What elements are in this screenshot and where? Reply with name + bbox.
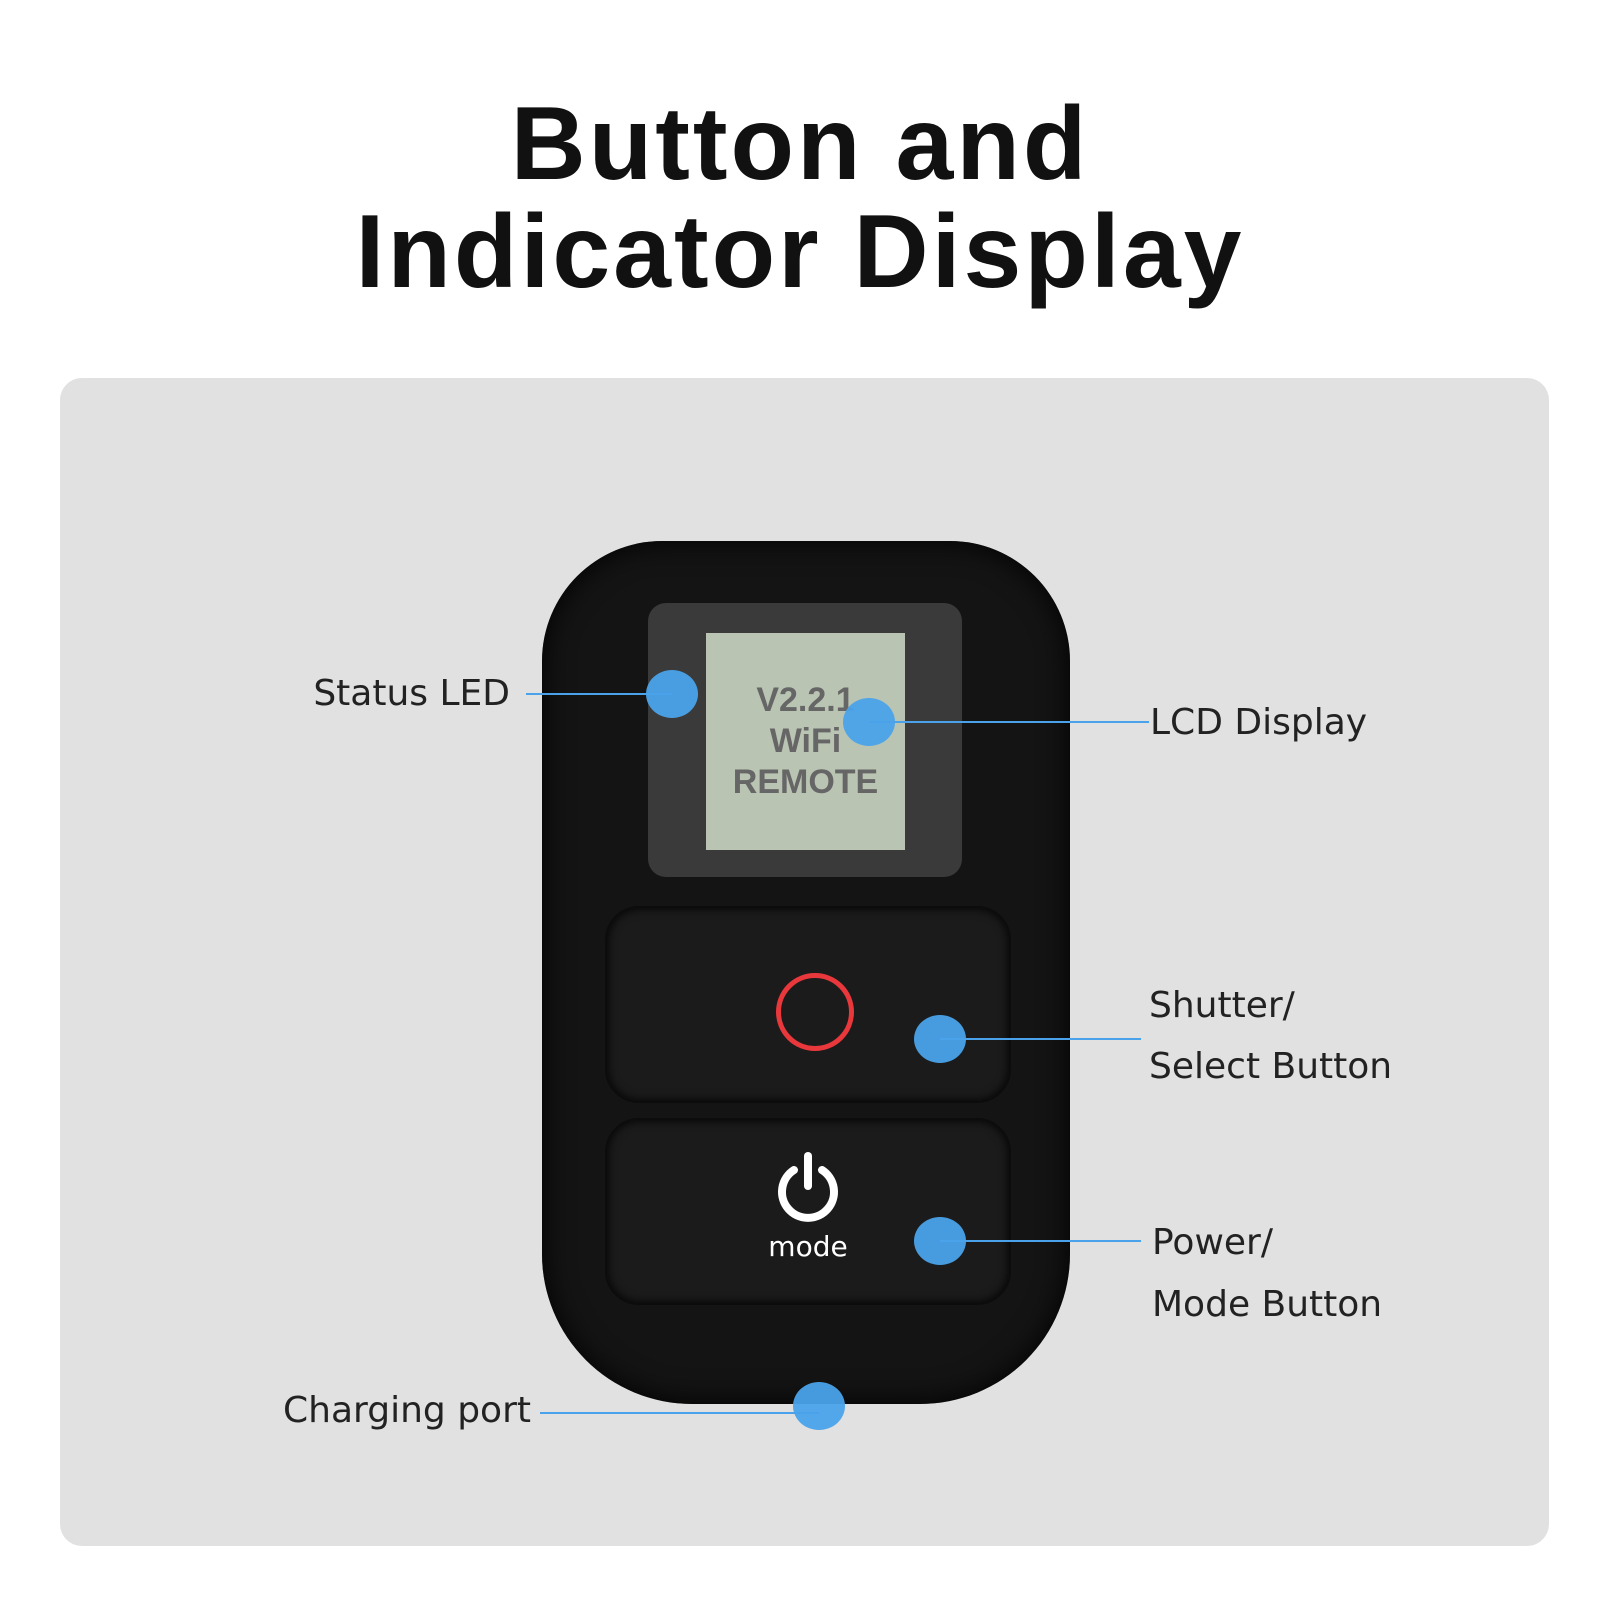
lcd-remote: REMOTE <box>732 762 879 801</box>
title-line-2: Indicator Display <box>355 194 1245 310</box>
power-mode-button[interactable] <box>605 1118 1011 1305</box>
status-led-marker <box>646 670 698 718</box>
power-leader <box>940 1240 1141 1242</box>
lcd-marker <box>843 698 895 746</box>
charging-leader <box>540 1412 819 1414</box>
power-label-1: Power/ <box>1152 1222 1273 1263</box>
lcd-leader <box>869 721 1149 723</box>
shutter-marker <box>914 1015 966 1063</box>
charging-port-label: Charging port <box>283 1390 531 1431</box>
power-marker <box>914 1217 966 1265</box>
mode-label: mode <box>768 1230 848 1263</box>
title-line-1: Button and <box>510 86 1090 202</box>
lcd-wifi: WiFi <box>769 722 842 761</box>
shutter-button[interactable] <box>605 906 1011 1103</box>
status-led-label: Status LED <box>313 673 510 714</box>
lcd-display-label: LCD Display <box>1150 702 1368 743</box>
shutter-label-1: Shutter/ <box>1149 985 1295 1026</box>
charging-marker <box>793 1382 845 1430</box>
shutter-leader <box>940 1038 1141 1040</box>
shutter-label-2: Select Button <box>1149 1046 1393 1087</box>
status-led-leader <box>526 693 672 695</box>
power-label-2: Mode Button <box>1152 1284 1383 1325</box>
shutter-ring-icon <box>776 973 854 1051</box>
power-icon <box>778 1152 838 1222</box>
lcd-version: V2.2.1 <box>756 681 855 720</box>
